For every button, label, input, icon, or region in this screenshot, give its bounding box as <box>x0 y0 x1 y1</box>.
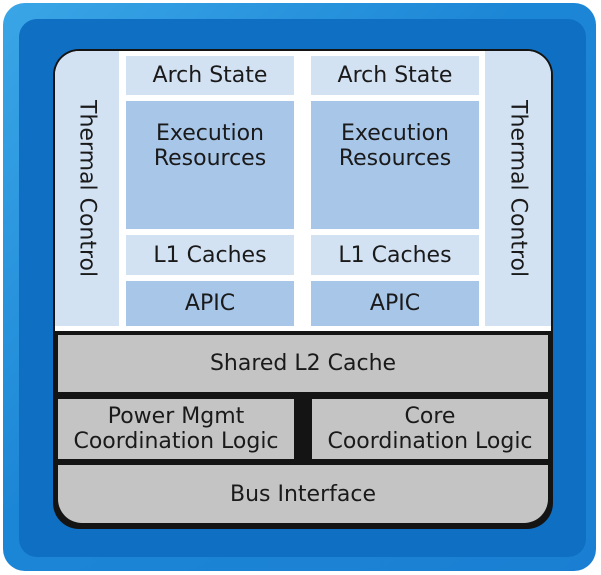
thermal-control-right-label: Thermal Control <box>505 99 531 278</box>
core-coord-line2: Coordination Logic <box>327 429 533 454</box>
core-coordination-logic: Core Coordination Logic <box>312 399 548 459</box>
apic-right-label: APIC <box>369 291 421 316</box>
core-coord-line1: Core <box>404 404 456 429</box>
bus-interface-label: Bus Interface <box>230 481 376 507</box>
l1-caches-right: L1 Caches <box>311 235 479 275</box>
thermal-control-right: Thermal Control <box>485 51 551 326</box>
arch-state-left-label: Arch State <box>152 63 268 88</box>
execution-left-line2: Resources <box>153 146 267 171</box>
power-mgmt-line1: Power Mgmt <box>107 404 245 429</box>
processor-die: Thermal Control Arch State Execution Res… <box>53 49 553 529</box>
execution-resources-left: Execution Resources <box>126 101 294 229</box>
apic-left-label: APIC <box>184 291 236 316</box>
thermal-control-left-label: Thermal Control <box>74 99 100 278</box>
apic-right: APIC <box>311 281 479 326</box>
shared-l2-cache: Shared L2 Cache <box>58 335 548 392</box>
execution-right-line2: Resources <box>338 146 452 171</box>
arch-state-right-label: Arch State <box>337 63 453 88</box>
execution-left-line1: Execution <box>156 121 264 146</box>
power-mgmt-line2: Coordination Logic <box>73 429 279 454</box>
execution-right-line1: Execution <box>341 121 449 146</box>
arch-state-right: Arch State <box>311 56 479 95</box>
bus-interface: Bus Interface <box>58 465 548 523</box>
l1-caches-left-label: L1 Caches <box>153 242 267 268</box>
arch-state-left: Arch State <box>126 56 294 95</box>
shared-l2-cache-label: Shared L2 Cache <box>209 351 397 376</box>
apic-left: APIC <box>126 281 294 326</box>
thermal-control-left: Thermal Control <box>55 51 119 326</box>
l1-caches-right-label: L1 Caches <box>338 242 452 268</box>
l1-caches-left: L1 Caches <box>126 235 294 275</box>
power-mgmt-coordination-logic: Power Mgmt Coordination Logic <box>58 399 294 459</box>
execution-resources-right: Execution Resources <box>311 101 479 229</box>
